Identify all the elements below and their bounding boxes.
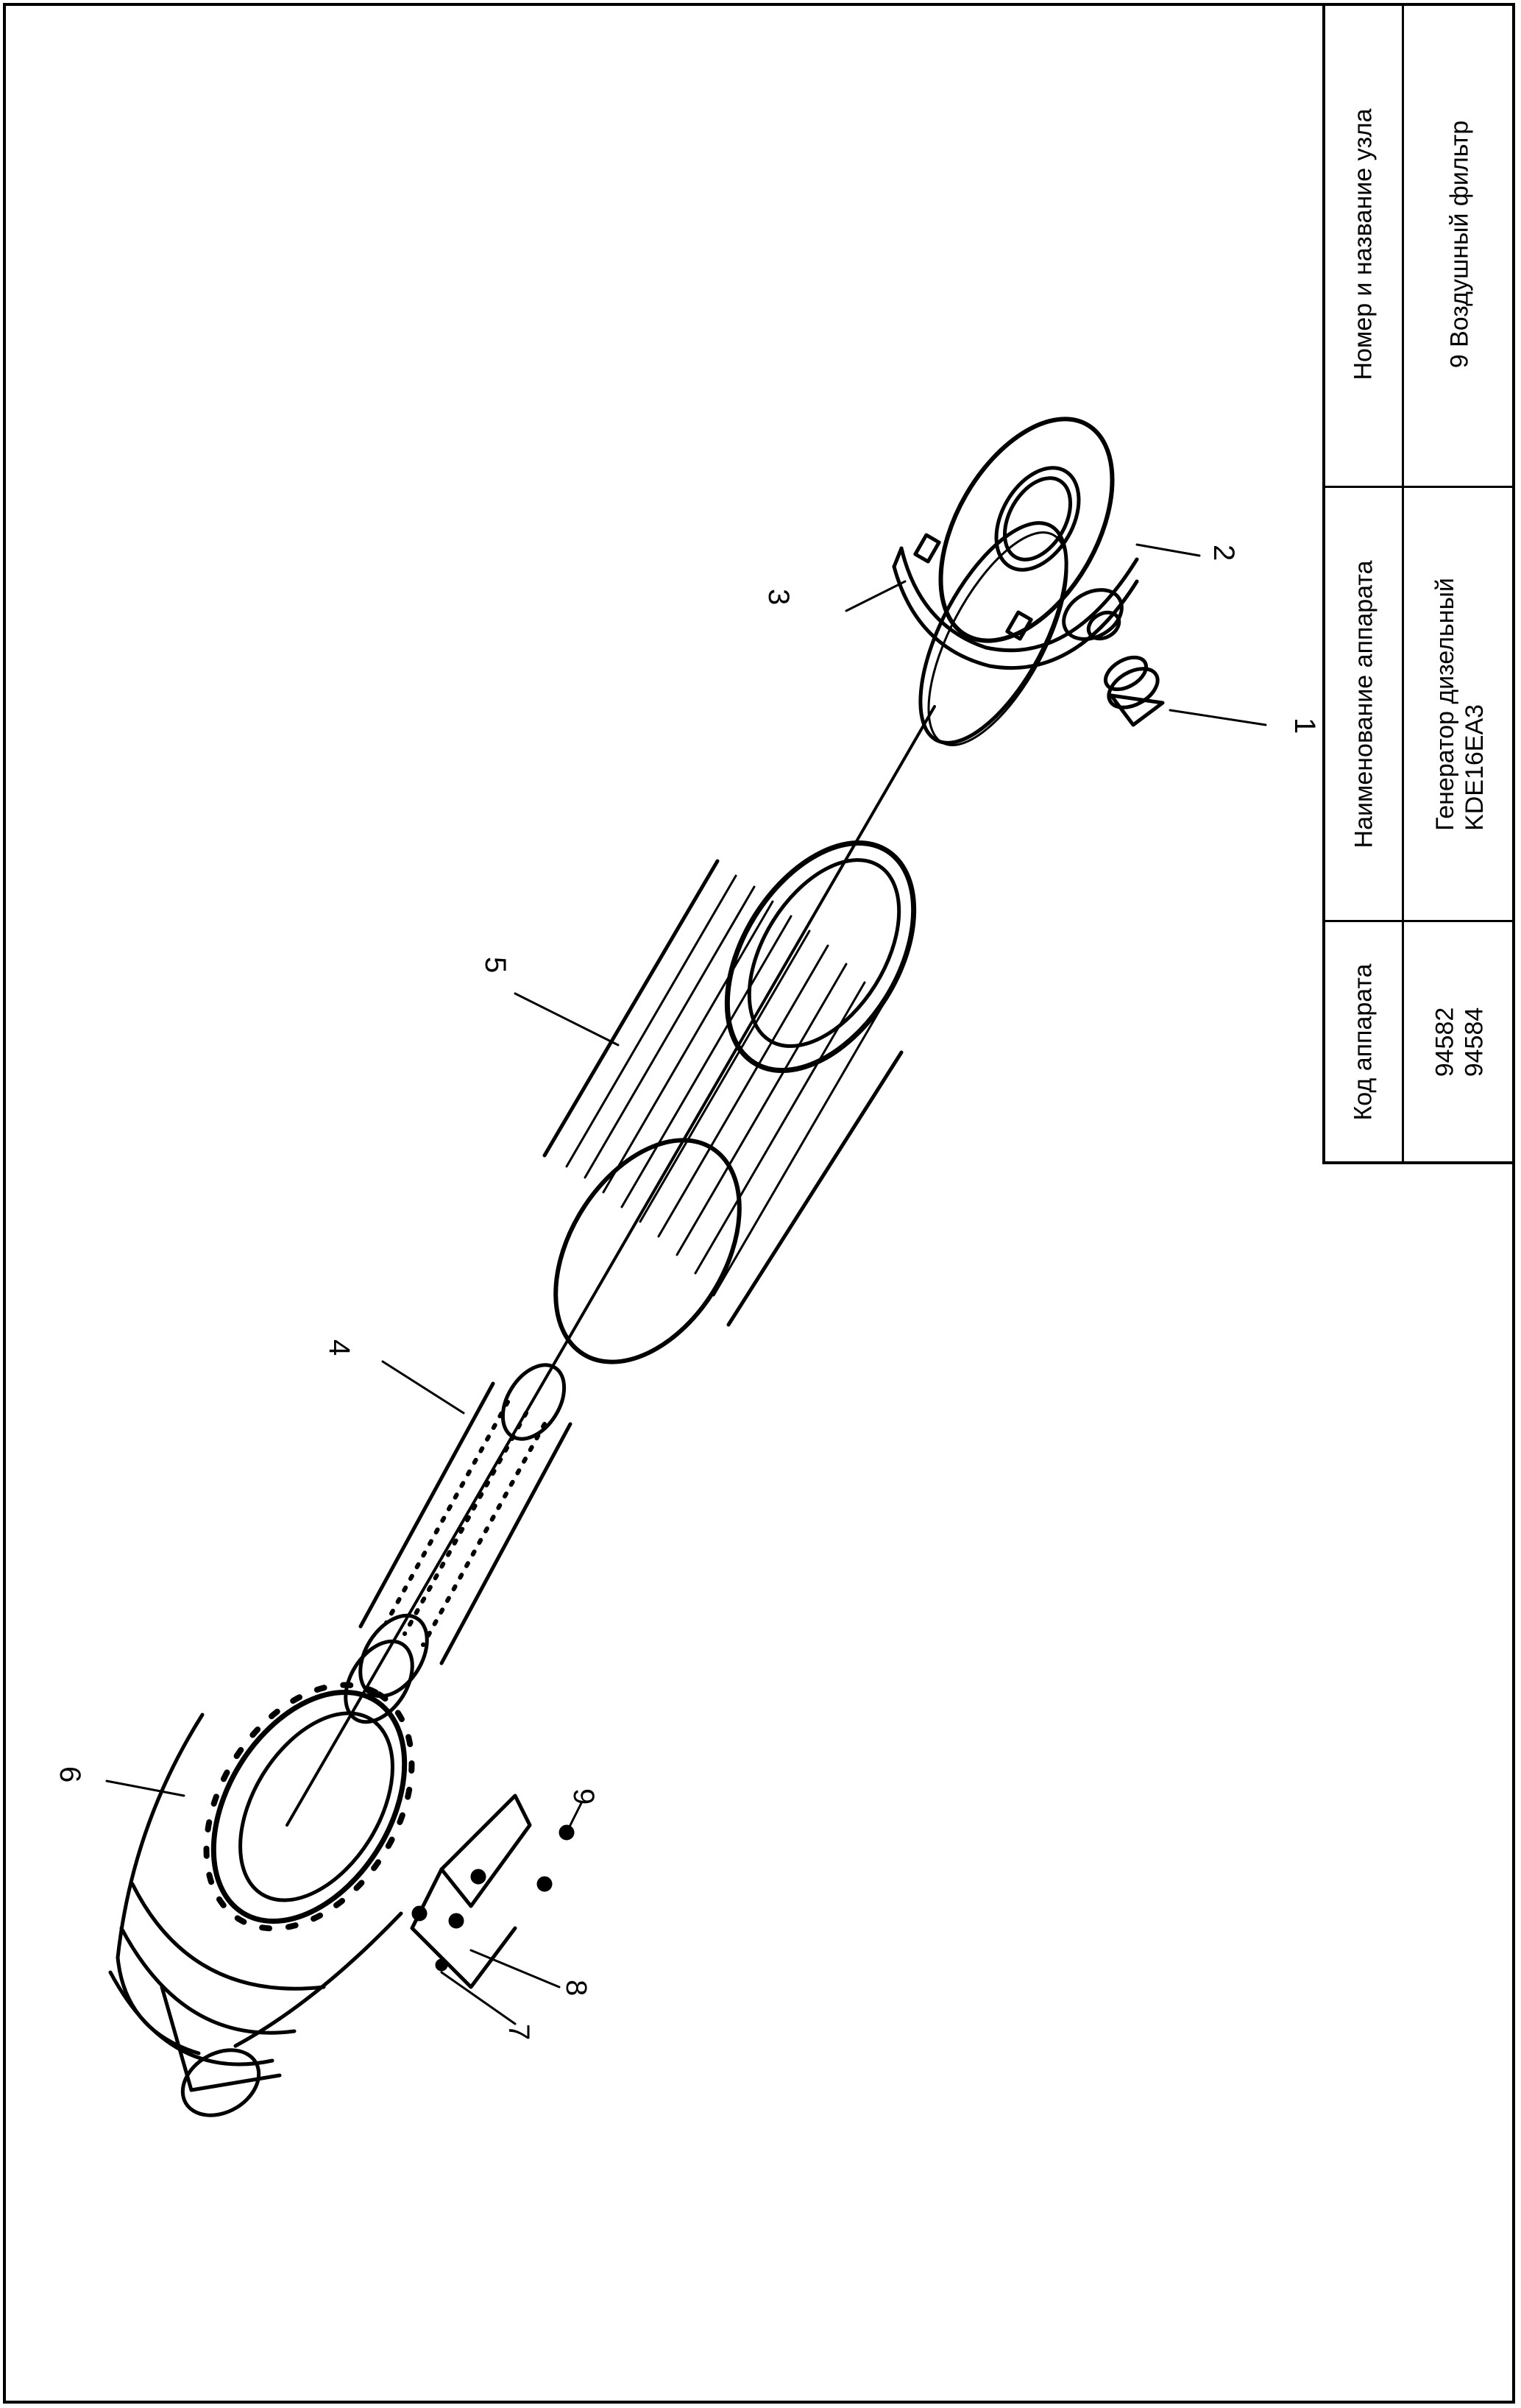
callout-6: 6: [54, 1766, 86, 1782]
header-name: Наименование аппарата: [1350, 560, 1378, 848]
part-dust-valve: [1104, 655, 1165, 727]
value-name-line-1: Генератор дизельный: [1430, 577, 1459, 831]
value-name-cell: Генератор дизельный KDE16EA3: [1404, 488, 1515, 920]
part-housing: [108, 1682, 415, 2117]
drawing-sheet-border: [3, 3, 1515, 2404]
header-unit: Номер и название узла: [1350, 108, 1378, 380]
callout-3: 3: [762, 589, 795, 605]
part-o-ring: [918, 521, 1068, 745]
title-block: Номер и название узла Наименование аппар…: [1322, 3, 1515, 1164]
value-unit-cell: 9 Воздушный фильтр: [1404, 3, 1515, 486]
value-code: 94582 94584: [1430, 1007, 1489, 1077]
callout-8: 8: [560, 1980, 592, 1996]
part-safety-filter: [344, 1363, 572, 1724]
value-name: Генератор дизельный KDE16EA3: [1430, 578, 1489, 831]
callout-4: 4: [323, 1339, 355, 1356]
value-code-line-2: 94584: [1460, 1007, 1489, 1077]
callout-7: 7: [503, 2024, 535, 2040]
assembly-axis: [286, 705, 936, 1827]
header-code-cell: Код аппарата: [1325, 922, 1402, 1161]
header-unit-cell: Номер и название узла: [1325, 3, 1402, 486]
title-block-column-divider: [1402, 3, 1404, 1161]
value-code-line-1: 94582: [1430, 1007, 1459, 1077]
part-filter-element: [542, 840, 917, 1364]
header-code: Код аппарата: [1350, 963, 1378, 1121]
part-bracket: [410, 1793, 575, 1989]
title-block-row-divider: [1325, 920, 1515, 922]
callout-1: 1: [1288, 718, 1321, 734]
header-name-cell: Наименование аппарата: [1325, 488, 1402, 920]
value-name-line-2: KDE16EA3: [1460, 704, 1489, 831]
part-cover: [892, 417, 1139, 670]
value-code-cell: 94582 94584: [1404, 922, 1515, 1161]
title-block-row-divider: [1325, 486, 1515, 488]
callout-5: 5: [479, 957, 511, 973]
value-unit: 9 Воздушный фильтр: [1445, 120, 1474, 369]
leader-lines: [105, 543, 1267, 2025]
callout-9: 9: [567, 1788, 600, 1805]
callout-2: 2: [1208, 545, 1240, 561]
